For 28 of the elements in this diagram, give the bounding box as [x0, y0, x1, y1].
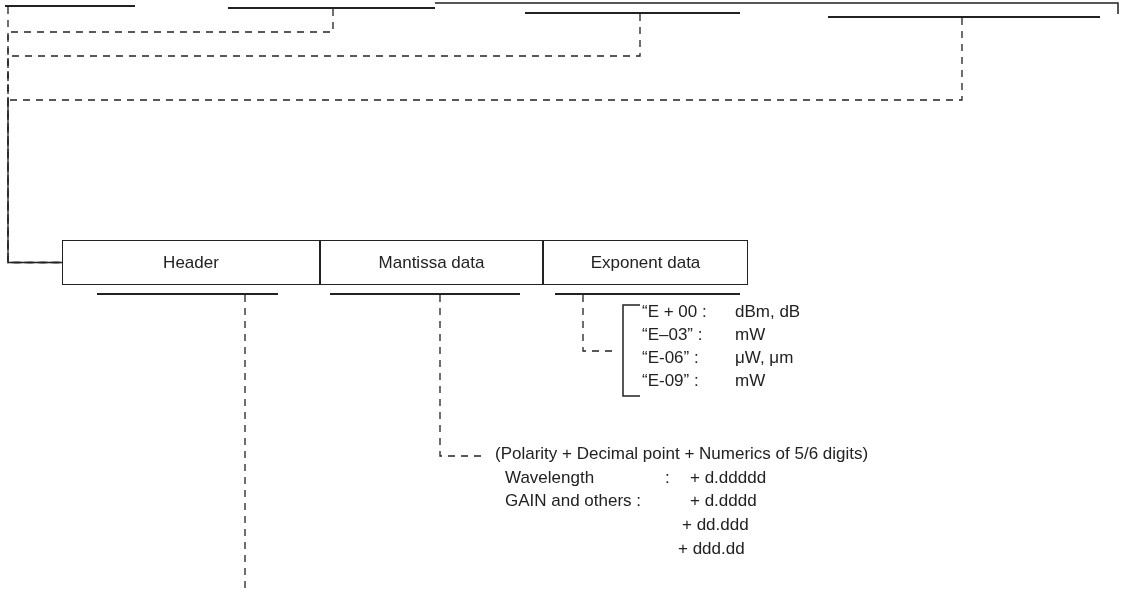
- field-box: Mantissa data: [320, 240, 543, 285]
- underline-bar: [555, 293, 740, 295]
- dashed-connector: [7, 13, 641, 264]
- node-text: “E-09” :: [642, 371, 699, 391]
- underline-bar: [228, 7, 435, 9]
- node-text: Wavelength: [505, 468, 595, 488]
- underline-bar: [330, 293, 520, 295]
- field-box: Header: [62, 240, 320, 285]
- underline-bar: [5, 5, 135, 7]
- node-text: dBm, dB: [735, 302, 801, 322]
- node-text: “E + 00 :: [642, 302, 707, 322]
- underline-bar: [97, 293, 278, 295]
- node-text: GAIN and others :: [505, 491, 642, 511]
- node-text: + ddd.dd: [678, 539, 745, 559]
- node-text: mW: [735, 325, 766, 345]
- node-text: “E–03” :: [642, 325, 703, 345]
- node-text: + dd.ddd: [682, 515, 749, 535]
- node-text: “E-06” :: [642, 348, 699, 368]
- dashed-connector: [7, 17, 963, 264]
- underline-bar: [828, 16, 1100, 18]
- node-text: mW: [735, 371, 766, 391]
- node-text: :: [665, 468, 670, 488]
- node-text: + d.dddd: [690, 491, 757, 511]
- node-text: (Polarity + Decimal point + Numerics of 5/6 digits): [495, 444, 869, 464]
- node-text: μW, μm: [735, 348, 794, 368]
- node-text: + d.ddddd: [690, 468, 767, 488]
- underline-bar: [525, 12, 740, 14]
- field-box: Exponent data: [543, 240, 748, 285]
